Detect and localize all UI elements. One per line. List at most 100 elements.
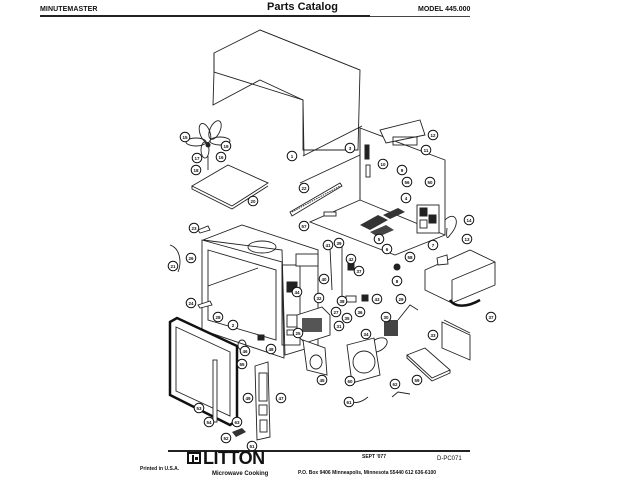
callout-number: 53: [196, 406, 202, 411]
callout-circle: [373, 233, 385, 245]
callout-number: 13: [464, 237, 470, 242]
callout-circle: [191, 152, 203, 164]
callout-circle: [424, 176, 436, 188]
callout-number: 54: [206, 420, 212, 425]
callout-circle: [247, 195, 259, 207]
callout-number: 50: [427, 180, 433, 185]
callout-number: 55: [239, 362, 245, 367]
part-callout-58: 58: [404, 251, 416, 263]
callout-number: 23: [191, 226, 197, 231]
company-address: P.O. Box 9406 Minneapolis, Minnesota 554…: [298, 470, 437, 476]
part-callout-38: 38: [336, 295, 348, 307]
part-callout-43: 43: [371, 293, 383, 305]
part-callout-47: 47: [275, 392, 287, 404]
callout-number: 63: [234, 420, 240, 425]
callout-number: 22: [301, 186, 307, 191]
callout-circle: [345, 253, 357, 265]
part-callout-11: 11: [420, 144, 432, 156]
callout-number: 37: [356, 269, 362, 274]
part-callout-7: 7: [427, 239, 439, 251]
callout-circle: [404, 251, 416, 263]
callout-circle: [236, 358, 248, 370]
callout-circle: [220, 140, 232, 152]
callout-number: 33: [430, 333, 436, 338]
part-callout-37: 37: [353, 265, 365, 277]
callout-number: 56: [404, 180, 410, 185]
callout-number: 2: [232, 323, 235, 328]
callout-circle: [322, 239, 334, 251]
rail: [289, 182, 343, 217]
callout-number: 26: [188, 256, 194, 261]
callout-circle: [286, 150, 298, 162]
part-callout-53: 53: [193, 402, 205, 414]
callout-circle: [333, 320, 345, 332]
callout-number: 47: [278, 396, 284, 401]
part-callout-49: 49: [242, 392, 254, 404]
callout-number: 38: [339, 299, 345, 304]
callout-number: 45: [319, 378, 325, 383]
part-callout-17: 17: [191, 152, 203, 164]
callout-circle: [215, 151, 227, 163]
callout-circle: [420, 144, 432, 156]
callout-circle: [389, 378, 401, 390]
callout-number: 49: [245, 396, 251, 401]
document-number: D-PC071: [437, 456, 462, 462]
callout-circle: [167, 260, 179, 272]
callout-number: 43: [374, 297, 380, 302]
callout-circle: [231, 416, 243, 428]
part-callout-39: 39: [333, 237, 345, 249]
callout-circle: [227, 319, 239, 331]
callout-number: 51: [249, 444, 255, 449]
callout-number: 24: [188, 301, 194, 306]
footer-rule: [168, 450, 470, 452]
callout-circle: [239, 345, 251, 357]
callout-number: 7: [432, 243, 435, 248]
callout-circle: [242, 392, 254, 404]
callout-number: 30: [383, 315, 389, 320]
callout-circle: [292, 327, 304, 339]
callout-number: 61: [346, 400, 352, 405]
division-name: Microwave Cooking: [212, 471, 269, 477]
part-callout-61: 61: [343, 396, 355, 408]
callout-number: 15: [182, 135, 188, 140]
part-callout-28: 28: [212, 311, 224, 323]
part-callout-33: 33: [427, 329, 439, 341]
callout-circle: [371, 293, 383, 305]
callout-circle: [336, 295, 348, 307]
callout-circle: [316, 374, 328, 386]
part-callout-8: 8: [391, 275, 403, 287]
callout-circle: [360, 328, 372, 340]
part-callout-57: 57: [298, 220, 310, 232]
callout-circle: [313, 292, 325, 304]
callout-number: 40: [321, 277, 327, 282]
part-callout-63: 63: [231, 416, 243, 428]
part-callout-44: 44: [291, 286, 303, 298]
callout-number: 52: [223, 436, 229, 441]
callout-circle: [343, 396, 355, 408]
part-callout-3: 3: [344, 142, 356, 154]
part-callout-55: 55: [236, 358, 248, 370]
callout-circle: [185, 297, 197, 309]
part-callout-46: 46: [239, 345, 251, 357]
part-callout-59: 59: [411, 374, 423, 386]
part-callout-19: 19: [220, 140, 232, 152]
header-rule: [40, 15, 370, 17]
callout-circle: [380, 311, 392, 323]
callout-number: 1: [291, 154, 294, 159]
callout-circle: [341, 312, 353, 324]
part-callout-1: 1: [286, 150, 298, 162]
callout-circle: [400, 192, 412, 204]
callout-circle: [188, 222, 200, 234]
callout-circle: [333, 237, 345, 249]
callout-circle: [298, 182, 310, 194]
part-callout-16: 16: [215, 151, 227, 163]
callout-number: 57: [301, 224, 307, 229]
brand-label: MINUTEMASTER: [40, 6, 98, 13]
header-rule-thin: [370, 16, 470, 17]
printed-in-label: Printed in U.S.A.: [140, 466, 180, 472]
part-callout-62: 62: [389, 378, 401, 390]
callout-number: 10: [380, 162, 386, 167]
part-callout-45: 45: [316, 374, 328, 386]
callout-number: 46: [242, 349, 248, 354]
